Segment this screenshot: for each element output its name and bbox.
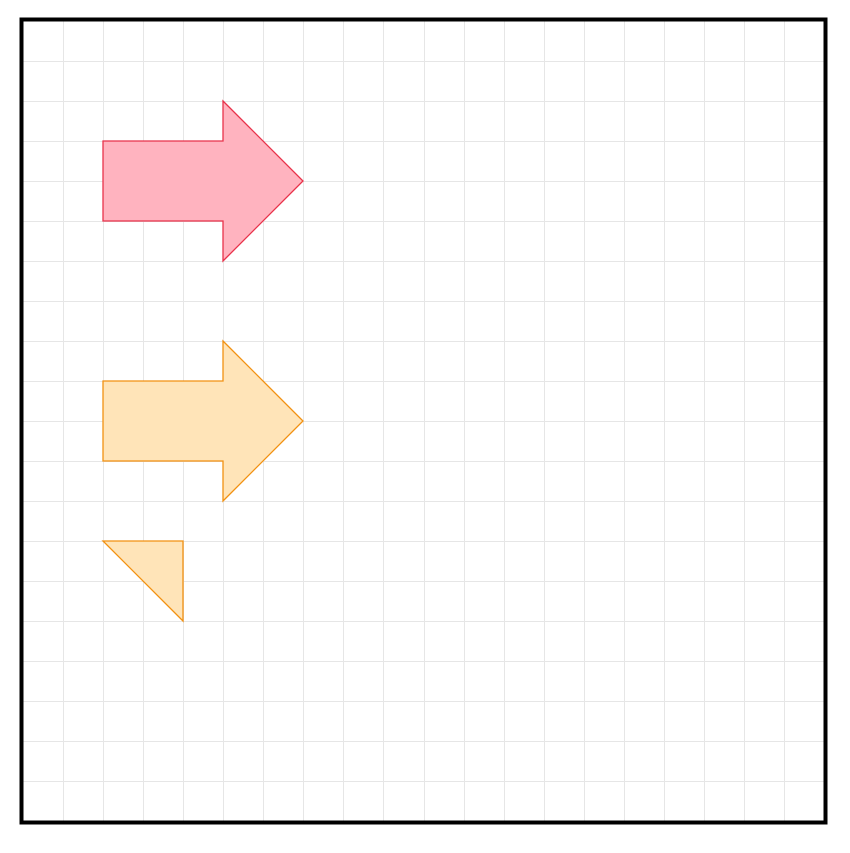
red-arrow-shape xyxy=(102,99,304,263)
shape-layer xyxy=(101,99,304,623)
orange-arrow-shape xyxy=(102,339,304,503)
canvas-border xyxy=(19,17,828,825)
orange-triangle-shape xyxy=(101,540,184,623)
